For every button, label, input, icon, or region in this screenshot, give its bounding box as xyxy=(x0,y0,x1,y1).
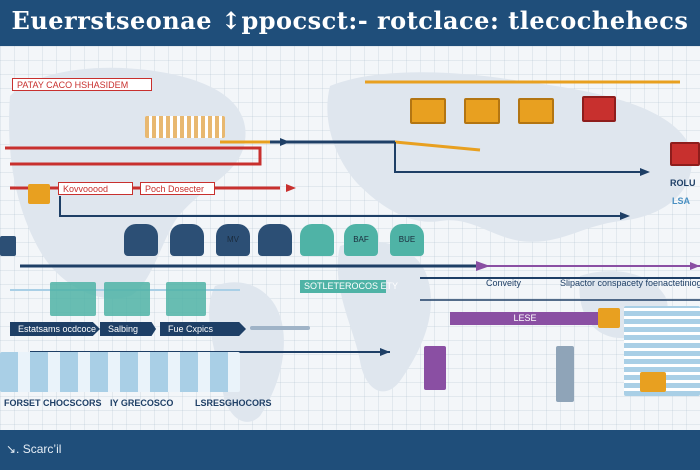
red-route-upper xyxy=(5,146,262,166)
forklift-icon xyxy=(0,236,16,256)
arrow-head xyxy=(640,168,650,176)
title-bar: Euerrstseonae ↕ppocsct:- rotclace: tleco… xyxy=(0,0,700,46)
conveyor-label-2: Slipactor conspacety foenactetiniog xyxy=(560,278,700,288)
navy-route-b xyxy=(394,142,640,173)
stage-chevron-1: Estatsams ocdcoce xyxy=(10,322,100,336)
page-title: Euerrstseonae ↕ppocsct:- rotclace: tleco… xyxy=(11,6,689,35)
server-icon xyxy=(670,142,700,166)
row1-left-label: Kovvooood xyxy=(58,182,133,195)
truck-icon xyxy=(582,96,616,122)
arrow-head xyxy=(620,212,630,220)
process-node xyxy=(170,224,204,256)
row1-mid-label: Poch Dosecter xyxy=(140,182,215,195)
orange-crate-icon xyxy=(598,308,620,328)
worker-figure xyxy=(424,346,446,390)
conveyor-label-1: Conveity xyxy=(486,278,522,288)
bottom-row-label-mid: IY GRECOSCO xyxy=(110,398,174,408)
teal-block xyxy=(166,282,206,316)
bottom-row-label-left: FORSET CHOCSCORS xyxy=(4,398,102,408)
process-node xyxy=(258,224,292,256)
process-node xyxy=(300,224,334,256)
gray-arrow-stem xyxy=(250,326,310,330)
dock-illustration xyxy=(0,352,240,392)
stage-chevron-3: Fue Cxpics xyxy=(160,322,246,336)
arrow-head xyxy=(690,262,700,270)
box-icon xyxy=(28,184,50,204)
container-icon xyxy=(464,98,500,124)
process-node: BAF xyxy=(344,224,378,256)
top-left-label-box: PATAY CACO HSHASIDEM xyxy=(12,78,152,91)
crane-figure xyxy=(556,346,574,402)
stage-chevron-2: Salbing xyxy=(100,322,156,336)
arrow-head xyxy=(280,138,290,146)
right-badge-2: LSA xyxy=(672,196,690,206)
right-badge-1: ROLU xyxy=(670,178,696,188)
process-node: BUE xyxy=(390,224,424,256)
purple-route-bar: LESE xyxy=(450,312,600,325)
arrow-head xyxy=(476,261,490,271)
container-icon xyxy=(518,98,554,124)
teal-block xyxy=(50,282,96,316)
orange-crate-icon xyxy=(640,372,666,392)
footer-bar: ↘. Scarc’il xyxy=(0,430,700,470)
mid-teal-label: SOTLETEROCOS ETY xyxy=(300,280,398,293)
process-node: MV xyxy=(216,224,250,256)
arrow-head xyxy=(286,184,296,192)
footer-caption: ↘. Scarc’il xyxy=(6,442,62,456)
warehouse-illustration xyxy=(145,116,225,138)
arrow-head xyxy=(380,348,390,356)
process-node xyxy=(124,224,158,256)
bottom-row-label-right: LSRESGHOCORS xyxy=(195,398,272,408)
container-icon xyxy=(410,98,446,124)
teal-block xyxy=(104,282,150,316)
diagram-canvas: PATAY CACO HSHASIDEM ROLU LSA Kovvooood … xyxy=(0,46,700,430)
navy-route-c xyxy=(59,196,620,217)
